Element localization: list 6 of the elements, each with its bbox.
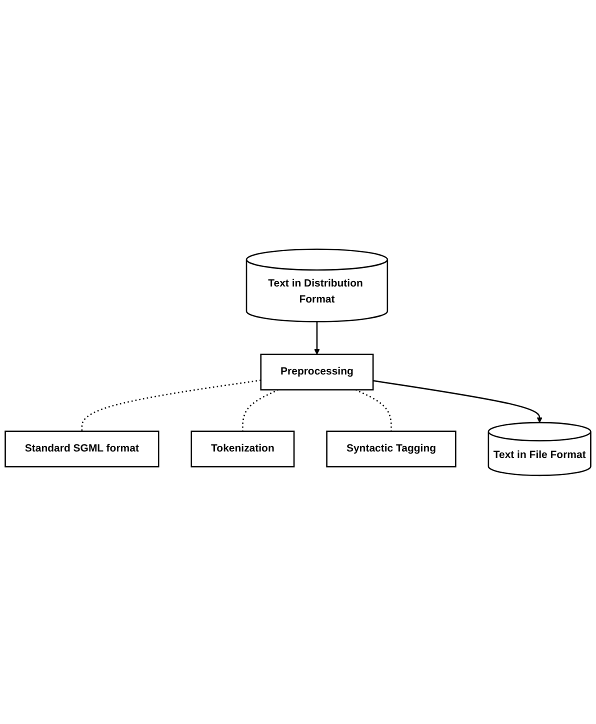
node-box: Preprocessing xyxy=(260,353,374,390)
node-box: Syntactic Tagging xyxy=(326,430,456,467)
node-box: Standard SGML format xyxy=(4,430,160,467)
node-box: Tokenization xyxy=(190,430,295,467)
arrow xyxy=(372,380,542,422)
arrow xyxy=(314,321,320,354)
